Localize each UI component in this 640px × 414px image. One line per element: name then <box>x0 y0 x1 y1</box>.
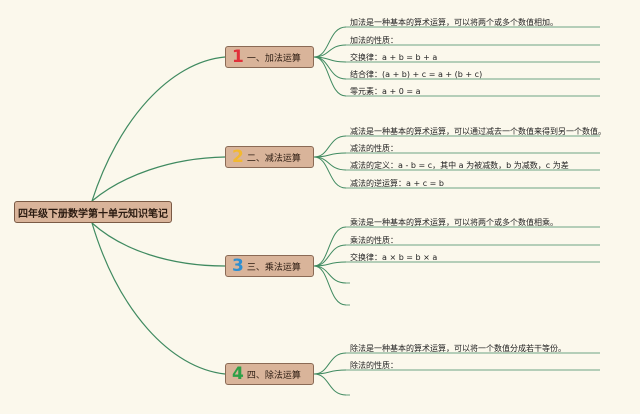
leaf-connector-4-3 <box>313 373 347 396</box>
leaf-connector-1-1 <box>313 26 347 58</box>
branch-label-addition: 一、加法运算 <box>246 53 301 64</box>
branch-number-2: 2 <box>232 146 244 167</box>
branch-label-subtraction: 二、减法运算 <box>246 153 301 164</box>
leaf-connector-2-1 <box>313 135 347 158</box>
leaf-connector-4-1 <box>313 352 347 375</box>
leaf-division-2: 除法的性质： <box>350 361 398 370</box>
leaf-connector-3-5 <box>313 265 347 306</box>
leaf-connectors <box>313 26 600 396</box>
leaf-connector-4-2 <box>313 369 347 375</box>
leaf-multiplication-2: 乘法的性质： <box>350 236 398 245</box>
leaf-subtraction-3: 减法的定义：a - b = c，其中 a 为被减数，b 为减数，c 为差 <box>350 161 569 170</box>
leaf-connector-3-4 <box>313 265 347 284</box>
leaf-subtraction-2: 减法的性质： <box>350 144 398 153</box>
root-node[interactable]: 四年级下册数学第十单元知识笔记 <box>14 201 172 223</box>
connector-root-branch-2 <box>91 156 226 202</box>
branch-label-multiplication: 三、乘法运算 <box>246 262 301 273</box>
leaf-connector-3-1 <box>313 226 347 267</box>
branch-addition[interactable]: 1 一、加法运算 <box>225 46 314 68</box>
leaf-connector-2-4 <box>313 156 347 189</box>
leaf-multiplication-1: 乘法是一种基本的算术运算，可以将两个或多个数值相乘。 <box>350 218 558 227</box>
leaf-connector-1-4 <box>313 56 347 80</box>
branch-subtraction[interactable]: 2 二、减法运算 <box>225 146 314 168</box>
leaf-connector-1-2 <box>313 44 347 58</box>
leaf-connector-3-2 <box>313 244 347 267</box>
branch-number-3: 3 <box>232 255 244 276</box>
connector-root-branch-4 <box>91 222 226 375</box>
connector-root-branch-1 <box>91 56 226 202</box>
leaf-connector-1-5 <box>313 56 347 97</box>
branch-number-4: 4 <box>232 363 244 384</box>
leaf-addition-2: 加法的性质： <box>350 36 398 45</box>
leaf-subtraction-4: 减法的逆运算：a + c = b <box>350 179 444 188</box>
connector-root-branch-3 <box>91 222 226 267</box>
leaf-connector-2-2 <box>313 152 347 158</box>
branch-label-division: 四、除法运算 <box>246 370 301 381</box>
branch-division[interactable]: 4 四、除法运算 <box>225 363 314 385</box>
branch-number-1: 1 <box>232 46 244 67</box>
branch-multiplication[interactable]: 3 三、乘法运算 <box>225 255 314 277</box>
leaf-multiplication-3: 交换律：a × b = b × a <box>350 253 438 262</box>
root-title: 四年级下册数学第十单元知识笔记 <box>18 208 168 220</box>
leaf-addition-4: 结合律：(a + b) + c = a + (b + c) <box>350 70 483 79</box>
leaf-addition-1: 加法是一种基本的算术运算，可以将两个或多个数值相加。 <box>350 18 558 27</box>
leaf-subtraction-1: 减法是一种基本的算术运算，可以通过减去一个数值来得到另一个数值。 <box>350 127 606 136</box>
leaf-addition-5: 零元素：a + 0 = a <box>350 87 421 96</box>
leaf-connector-2-3 <box>313 156 347 171</box>
leaf-division-1: 除法是一种基本的算术运算，可以将一个数值分成若干等份。 <box>350 344 566 353</box>
leaf-addition-3: 交换律：a + b = b + a <box>350 53 438 62</box>
